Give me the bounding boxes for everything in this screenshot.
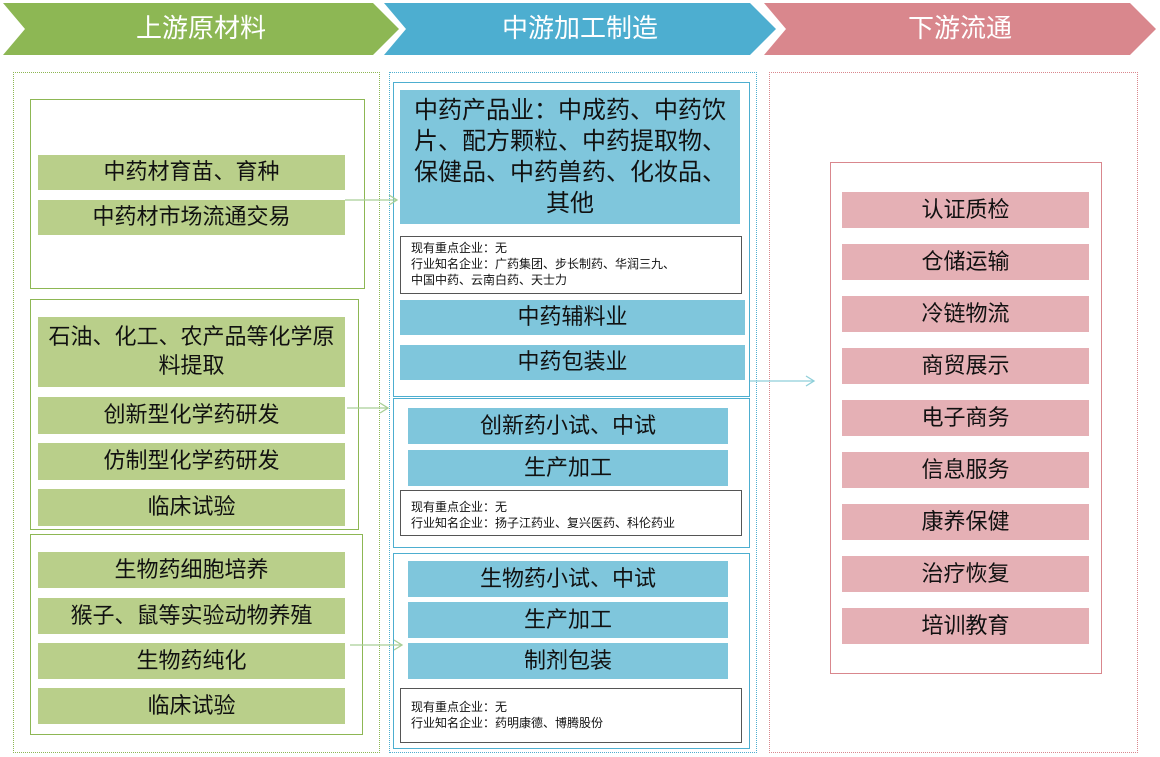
info-line: 行业知名企业：扬子江药业、复兴医药、科伦药业 [411, 516, 676, 530]
midstream-tcm-products: 中药产品业：中成药、中药饮片、配方颗粒、中药提取物、保健品、中药兽药、化妆品、其… [400, 90, 740, 224]
midstream-tcm-enterprises: 现有重点企业：无 行业知名企业：广药集团、步长制药、华润三九、 中国中药、云南白… [400, 236, 742, 294]
downstream-item-treatment: 治疗恢复 [842, 556, 1089, 592]
midstream-tcm-excipients: 中药辅料业 [400, 300, 745, 335]
arrow-downstream [750, 375, 816, 387]
upstream-column [13, 72, 380, 753]
downstream-item-certification: 认证质检 [842, 192, 1089, 228]
midstream-bio-enterprises: 现有重点企业：无 行业知名企业：药明康德、博腾股份 [400, 688, 742, 743]
upstream-group-tcm [30, 99, 365, 289]
header-downstream-label: 下游流通 [907, 14, 1012, 44]
info-line: 行业知名企业：药明康德、博腾股份 [411, 716, 604, 730]
chevron-shape [3, 3, 399, 55]
downstream-group [830, 162, 1102, 674]
upstream-item-cell-culture: 生物药细胞培养 [38, 552, 345, 588]
info-line: 现有重点企业：无 [411, 241, 508, 255]
upstream-item-animal-breeding: 猴子、鼠等实验动物养殖 [38, 598, 345, 634]
midstream-tcm-packaging: 中药包装业 [400, 345, 745, 380]
midstream-group-chem [393, 398, 750, 548]
upstream-item-generic-rd: 仿制型化学药研发 [38, 443, 345, 480]
upstream-item-innovative-rd: 创新型化学药研发 [38, 397, 345, 434]
midstream-bio-pilot: 生物药小试、中试 [408, 561, 728, 597]
arrow-tcm [345, 194, 399, 206]
info-line: 现有重点企业：无 [411, 700, 508, 714]
header-midstream: 中游加工制造 [384, 3, 776, 55]
downstream-item-trade-exhibition: 商贸展示 [842, 348, 1089, 384]
midstream-chem-enterprises: 现有重点企业：无 行业知名企业：扬子江药业、复兴医药、科伦药业 [400, 490, 742, 536]
midstream-group-tcm [393, 82, 750, 397]
header-upstream-label: 上游原材料 [135, 14, 266, 44]
header-midstream-label: 中游加工制造 [501, 14, 658, 44]
upstream-item-clinical-trial-chem: 临床试验 [38, 489, 345, 526]
midstream-bio-formulation: 制剂包装 [408, 643, 728, 679]
downstream-item-training: 培训教育 [842, 608, 1089, 644]
downstream-item-ecommerce: 电子商务 [842, 400, 1089, 436]
downstream-item-cold-chain: 冷链物流 [842, 296, 1089, 332]
chevron-shape [764, 3, 1156, 55]
midstream-chem-pilot: 创新药小试、中试 [408, 408, 728, 444]
downstream-column [769, 72, 1138, 753]
arrow-bio [350, 639, 404, 651]
header-downstream: 下游流通 [764, 3, 1156, 55]
midstream-bio-production: 生产加工 [408, 602, 728, 638]
info-line: 中国中药、云南白药、天士力 [411, 273, 568, 287]
downstream-item-wellness: 康养保健 [842, 504, 1089, 540]
downstream-item-info-service: 信息服务 [842, 452, 1089, 488]
upstream-item-seedling: 中药材育苗、育种 [38, 155, 345, 190]
upstream-group-chem [30, 299, 359, 530]
downstream-item-warehousing: 仓储运输 [842, 244, 1089, 280]
upstream-item-clinical-trial-bio: 临床试验 [38, 688, 345, 724]
info-line: 行业知名企业：广药集团、步长制药、华润三九、 [411, 257, 676, 271]
chevron-shape [384, 3, 776, 55]
arrow-chem [347, 402, 390, 414]
upstream-group-bio [30, 534, 363, 735]
midstream-group-bio [393, 553, 750, 749]
midstream-chem-production: 生产加工 [408, 450, 728, 486]
midstream-column [389, 72, 757, 753]
header-upstream: 上游原材料 [3, 3, 399, 55]
upstream-item-purification: 生物药纯化 [38, 643, 345, 679]
info-line: 现有重点企业：无 [411, 500, 508, 514]
upstream-item-market-trade: 中药材市场流通交易 [38, 200, 345, 235]
upstream-item-chem-raw: 石油、化工、农产品等化学原料提取 [38, 317, 345, 387]
